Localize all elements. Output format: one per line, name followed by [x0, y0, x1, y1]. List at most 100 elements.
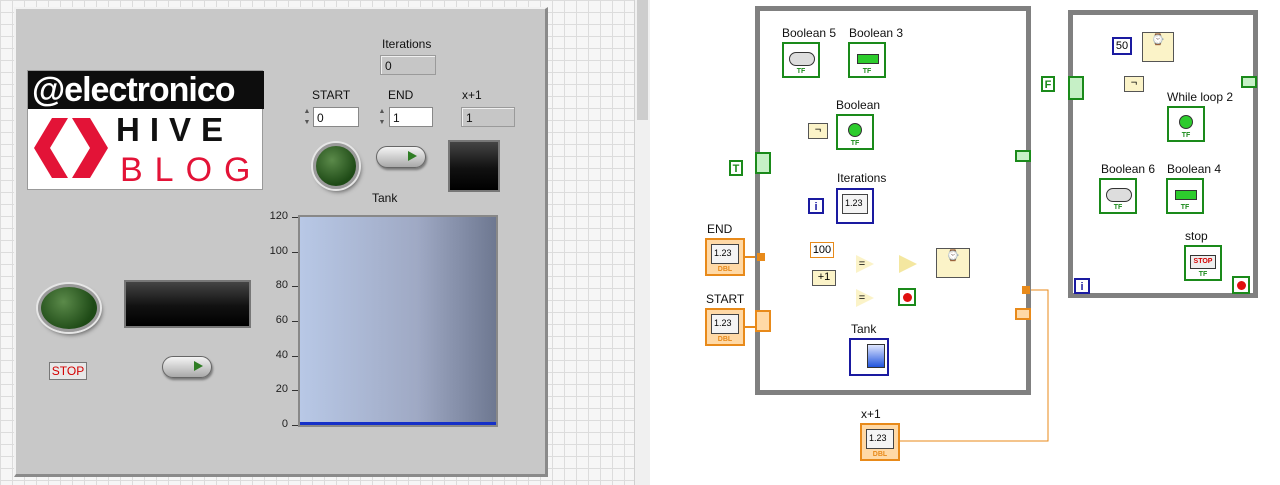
numeric-display: 1.23: [842, 194, 868, 214]
tank-tick-mark: [292, 390, 298, 392]
wait-timer-2-icon[interactable]: ⌚: [1142, 32, 1174, 62]
end-control[interactable]: 1: [389, 107, 433, 127]
equal-label-1: =: [858, 258, 866, 270]
num-shift-register-right-icon[interactable]: [1015, 308, 1031, 320]
bd-tank-label: Tank: [851, 322, 877, 336]
led-icon: [1179, 115, 1193, 129]
boolean-led[interactable]: [313, 143, 359, 189]
iterations-indicator: 0: [380, 55, 436, 75]
stop-button[interactable]: STOP: [49, 362, 87, 380]
bd-boolean4-terminal[interactable]: TF: [1166, 178, 1204, 214]
bd-boolean4-label: Boolean 4: [1167, 162, 1222, 176]
tank-tick-mark: [292, 321, 298, 322]
bd-boolean5-terminal[interactable]: TF: [782, 42, 820, 78]
numeric-display: 1.23: [711, 314, 739, 334]
bd-end-label: END: [707, 222, 733, 236]
constant-100[interactable]: 100: [810, 242, 834, 258]
bool-shift-register-right-icon[interactable]: [1015, 150, 1031, 162]
tank-label: Tank: [372, 191, 398, 205]
bd-boolean3-terminal[interactable]: TF: [848, 42, 886, 78]
tank-indicator: [298, 215, 498, 427]
boolean6-led[interactable]: [38, 284, 100, 332]
bd-boolean3-label: Boolean 3: [849, 26, 904, 40]
loop2-iteration-terminal-icon[interactable]: i: [1074, 278, 1090, 294]
hive-blog-logo: @electronico HIVE BLOG: [27, 70, 264, 190]
boolean5-toggle-switch[interactable]: [162, 356, 212, 378]
logo-blog-text: BLOG: [120, 151, 263, 189]
tank-icon: [867, 344, 885, 368]
bd-boolean-terminal[interactable]: TF: [836, 114, 874, 150]
loop2-stop-condition-terminal[interactable]: [1232, 276, 1250, 294]
logo-handle: @electronico: [28, 71, 264, 109]
bd-boolean-label: Boolean: [836, 98, 881, 112]
dbl-text: DBL: [717, 266, 733, 273]
tf-text: TF: [1113, 204, 1123, 211]
loop2-shift-register-left-icon[interactable]: [1068, 76, 1084, 100]
stop-condition-icon: [903, 293, 912, 302]
tank-tick-mark: [292, 286, 298, 288]
not-function-icon[interactable]: ¬: [808, 123, 828, 139]
bd-start-terminal[interactable]: 1.23 DBL: [705, 308, 745, 346]
equal-function-2-icon[interactable]: [856, 289, 874, 307]
bd-stop-terminal[interactable]: STOP TF: [1184, 245, 1222, 281]
not-function-2-icon[interactable]: ¬: [1124, 76, 1144, 92]
hive-logo-icon: [34, 118, 108, 178]
stop-condition-terminal[interactable]: [898, 288, 916, 306]
tank-tick-label: 0: [281, 418, 288, 430]
iteration-terminal-icon[interactable]: i: [808, 198, 824, 214]
toggle-icon: [1106, 188, 1132, 202]
numeric-display: 1.23: [866, 429, 894, 449]
tank-tick-mark: [292, 217, 298, 218]
x1-tunnel-icon[interactable]: [1022, 286, 1030, 294]
start-label: START: [312, 88, 351, 102]
bd-end-terminal[interactable]: 1.23 DBL: [705, 238, 745, 276]
tank-tick-mark: [292, 425, 298, 426]
num-shift-register-left-icon[interactable]: [755, 310, 771, 332]
bd-tank-terminal[interactable]: [849, 338, 889, 376]
bd-start-label: START: [706, 292, 745, 306]
tank-tick-label: 40: [275, 348, 288, 361]
false-constant[interactable]: F: [1041, 76, 1055, 92]
bd-boolean6-terminal[interactable]: TF: [1099, 178, 1137, 214]
equal-function-1-icon[interactable]: [856, 255, 874, 273]
bd-x1-label: x+1: [861, 407, 881, 421]
end-label: END: [388, 88, 414, 102]
tank-level-fill: [300, 422, 496, 425]
while-loop-2[interactable]: [1068, 10, 1258, 298]
tank-tick-label: 100: [269, 244, 288, 257]
boolean-toggle-switch[interactable]: [376, 146, 426, 168]
equal-label-2: =: [858, 292, 866, 304]
wait-ms-timer-icon[interactable]: ⌚: [936, 248, 970, 278]
start-spinner-icon[interactable]: ▲▼: [303, 108, 311, 126]
dbl-text: DBL: [717, 336, 733, 343]
constant-50[interactable]: 50: [1112, 37, 1132, 55]
increment-function-icon[interactable]: +1: [812, 270, 836, 286]
end-spinner-icon[interactable]: ▲▼: [378, 108, 386, 126]
iterations-label: Iterations: [382, 37, 432, 51]
end-tunnel-icon[interactable]: [757, 253, 765, 261]
boolean4-bar-indicator[interactable]: [124, 280, 251, 328]
tank-tick-label: 80: [275, 279, 288, 292]
logo-hive-text: HIVE: [116, 111, 234, 148]
select-function-icon[interactable]: [899, 255, 917, 273]
tf-text: TF: [862, 68, 872, 75]
bd-while-loop2-terminal[interactable]: TF: [1167, 106, 1205, 142]
tf-text: TF: [1198, 271, 1208, 278]
x1-label: x+1: [462, 88, 482, 102]
scroll-thumb[interactable]: [637, 0, 648, 120]
toggle-icon: [789, 52, 815, 66]
dbl-text: DBL: [872, 451, 888, 458]
led-icon: [848, 123, 862, 137]
bd-iterations-terminal[interactable]: 1.23: [836, 188, 874, 224]
start-control[interactable]: 0: [313, 107, 359, 127]
loop2-shift-register-right-icon[interactable]: [1241, 76, 1257, 88]
bool-shift-register-left-icon[interactable]: [755, 152, 771, 174]
tank-tick-mark: [292, 355, 298, 357]
tank-tick-label: 120: [269, 210, 288, 222]
vertical-scrollbar[interactable]: [634, 0, 650, 485]
boolean-square-indicator[interactable]: [448, 140, 500, 192]
tf-text: TF: [1180, 204, 1190, 211]
true-constant[interactable]: T: [729, 160, 743, 176]
bd-x1-terminal[interactable]: 1.23 DBL: [860, 423, 900, 461]
